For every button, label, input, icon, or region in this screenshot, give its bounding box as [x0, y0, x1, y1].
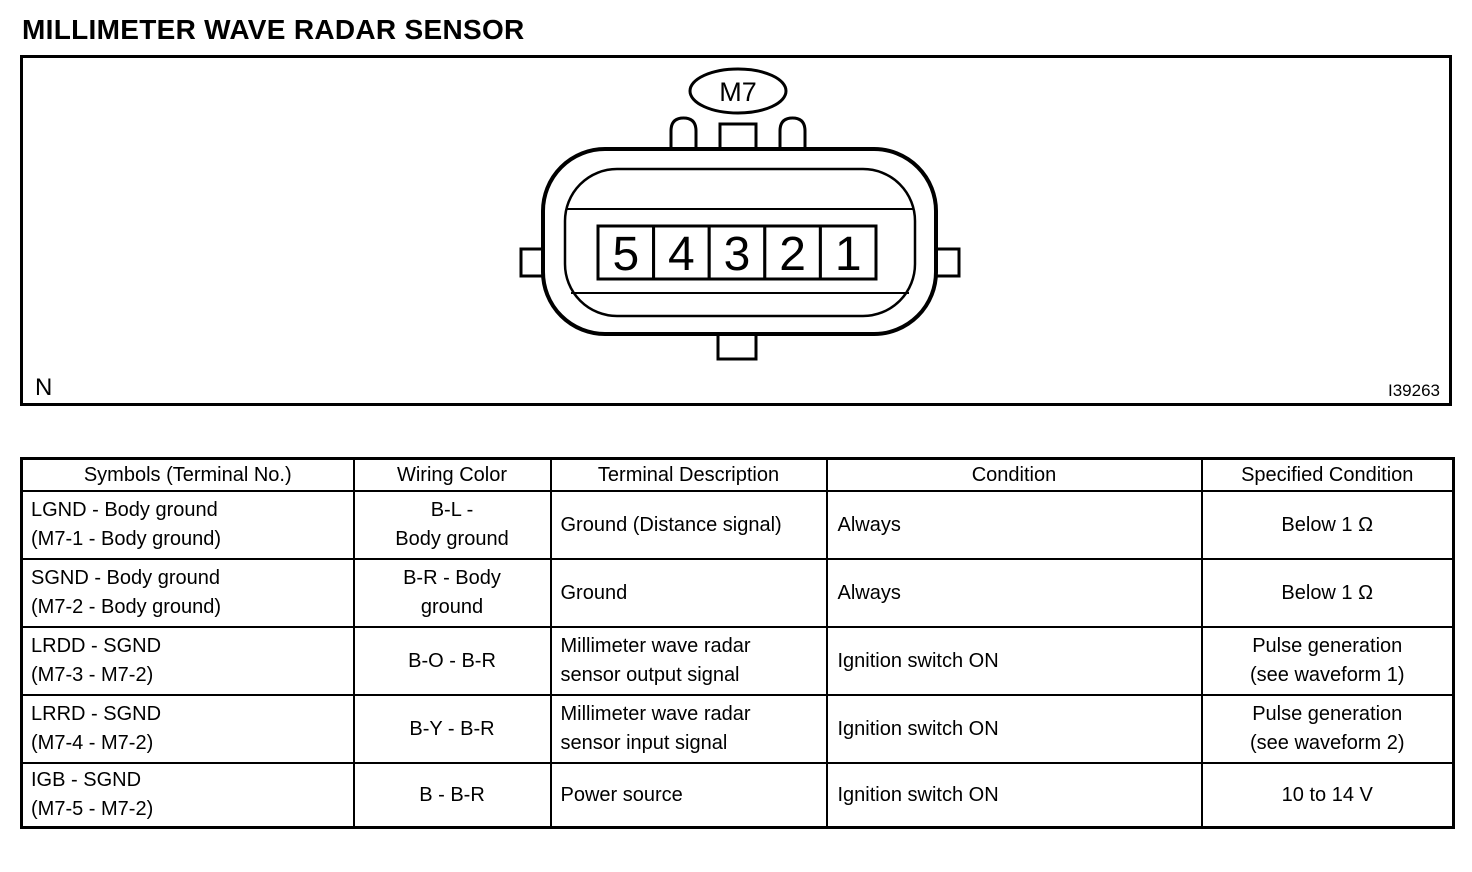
page-title: MILLIMETER WAVE RADAR SENSOR	[22, 14, 525, 45]
cell-wiring-color: B-L - Body ground	[352, 490, 552, 560]
cell-terminal-description: Power source	[549, 762, 828, 829]
pin-number: 5	[612, 228, 639, 281]
table-row: LGND - Body ground (M7-1 - Body ground) …	[20, 490, 1455, 560]
cell-symbols: LRRD - SGND (M7-4 - M7-2)	[20, 694, 355, 764]
pin-box	[707, 224, 767, 281]
pin-number: 4	[668, 228, 695, 281]
col-header-condition: Condition	[825, 457, 1203, 492]
cell-condition: Always	[825, 558, 1203, 628]
cell-condition: Ignition switch ON	[825, 694, 1203, 764]
connector-inner-outline	[563, 167, 917, 318]
cell-symbols: SGND - Body ground (M7-2 - Body ground)	[20, 558, 355, 628]
cell-symbols: LGND - Body ground (M7-1 - Body ground)	[20, 490, 355, 560]
table-row: IGB - SGND (M7-5 - M7-2) B - B-R Power s…	[20, 762, 1455, 829]
cell-wiring-color: B-O - B-R	[352, 626, 552, 696]
table-row: LRDD - SGND (M7-3 - M7-2) B-O - B-R Mill…	[20, 626, 1455, 696]
connector-label-ellipse	[688, 67, 788, 115]
col-header-symbols: Symbols (Terminal No.)	[20, 457, 355, 492]
cell-terminal-description: Millimeter wave radar sensor output sign…	[549, 626, 828, 696]
figure-corner-note: N	[35, 374, 53, 401]
pin-box	[818, 224, 878, 281]
cell-terminal-description: Ground	[549, 558, 828, 628]
col-header-wiring-color: Wiring Color	[352, 457, 552, 492]
terminal-table-header: Symbols (Terminal No.) Wiring Color Term…	[20, 457, 1455, 492]
terminal-table: Symbols (Terminal No.) Wiring Color Term…	[20, 457, 1455, 829]
connector-top-tab-left	[669, 116, 698, 150]
pin-box	[763, 224, 822, 281]
col-header-terminal-description: Terminal Description	[549, 457, 828, 492]
cell-condition: Ignition switch ON	[825, 626, 1203, 696]
connector-figure: 5 4 3 2 1 M7 N I39263	[20, 55, 1452, 406]
col-header-specified-condition: Specified Condition	[1200, 457, 1455, 492]
cell-specified-condition: Pulse generation (see waveform 1)	[1200, 626, 1455, 696]
cell-specified-condition: Below 1 Ω	[1200, 490, 1455, 560]
cell-symbols: LRDD - SGND (M7-3 - M7-2)	[20, 626, 355, 696]
cell-specified-condition: 10 to 14 V	[1200, 762, 1455, 829]
table-row: SGND - Body ground (M7-2 - Body ground) …	[20, 558, 1455, 628]
figure-id: I39263	[1388, 381, 1440, 400]
table-row: LRRD - SGND (M7-4 - M7-2) B-Y - B-R Mill…	[20, 694, 1455, 764]
cell-specified-condition: Pulse generation (see waveform 2)	[1200, 694, 1455, 764]
connector-top-tab-right	[778, 116, 807, 150]
pin-number: 1	[835, 228, 862, 281]
connector-diagram: 5 4 3 2 1 M7	[519, 67, 961, 361]
cell-terminal-description: Ground (Distance signal)	[549, 490, 828, 560]
cell-condition: Always	[825, 490, 1203, 560]
cell-specified-condition: Below 1 Ω	[1200, 558, 1455, 628]
cell-wiring-color: B - B-R	[352, 762, 552, 829]
pin-number: 2	[779, 228, 806, 281]
pin-number: 3	[724, 228, 751, 281]
cell-wiring-color: B-R - Body ground	[352, 558, 552, 628]
cell-terminal-description: Millimeter wave radar sensor input signa…	[549, 694, 828, 764]
cell-condition: Ignition switch ON	[825, 762, 1203, 829]
connector-top-tab-middle	[718, 122, 758, 152]
pin-box	[652, 224, 711, 281]
cell-symbols: IGB - SGND (M7-5 - M7-2)	[20, 762, 355, 829]
cell-wiring-color: B-Y - B-R	[352, 694, 552, 764]
connector-label: M7	[719, 77, 757, 107]
